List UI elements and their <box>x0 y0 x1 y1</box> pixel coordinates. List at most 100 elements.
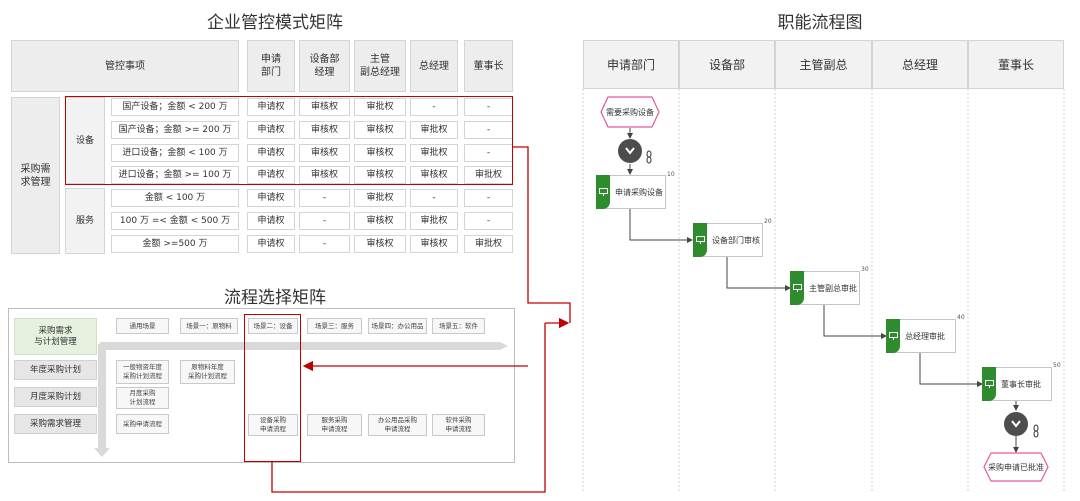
gateway-2 <box>1004 412 1028 436</box>
task-chairman-approval: 董事长审批 <box>982 367 1052 401</box>
matrix-item-label: 国产设备；金额 < 200 万 <box>111 98 239 116</box>
header-role-chairman: 董事长 <box>464 40 513 92</box>
task-gm-approval: 总经理审批 <box>886 319 956 353</box>
matrix-permission-cell: 审核权 <box>299 98 350 116</box>
group-label-equipment: 设备 <box>65 97 105 184</box>
task-equipment-review: 设备部门审核 <box>693 223 763 257</box>
cell-general-annual: 一般物资年度 采购计划流程 <box>116 360 169 384</box>
left-item-monthly: 月度采购计划 <box>14 387 97 407</box>
matrix-item-label: 金额 >=500 万 <box>111 235 239 253</box>
matrix-permission-cell: 审核权 <box>354 166 406 184</box>
lane-header-vp: 主管副总 <box>775 40 872 89</box>
red-link-path <box>513 146 571 323</box>
link-icon <box>646 150 652 164</box>
matrix-permission-cell: - <box>464 212 513 230</box>
screen-icon <box>792 284 802 292</box>
lane-header-chairman: 董事长 <box>968 40 1064 89</box>
scene-equipment: 场景二：设备 <box>248 318 298 334</box>
screen-icon <box>888 332 898 340</box>
cell-general-monthly: 月度采购 计划流程 <box>116 387 169 409</box>
connector <box>726 256 791 291</box>
task-tab <box>790 271 804 305</box>
process-top-left: 采购需求 与计划管理 <box>14 318 97 355</box>
task-tab <box>982 367 996 401</box>
matrix-permission-cell: - <box>410 98 458 116</box>
matrix-item-label: 进口设备；金额 < 100 万 <box>111 144 239 162</box>
matrix-permission-cell: 申请权 <box>247 98 295 116</box>
scene-office: 场景四：办公用品 <box>368 318 427 334</box>
matrix-item-label: 100 万 =< 金额 < 500 万 <box>111 212 239 230</box>
task-tab <box>693 223 707 257</box>
left-item-demand: 采购需求管理 <box>14 414 97 434</box>
cell-office-demand: 办公用品采购 申请流程 <box>368 414 427 436</box>
matrix-item-label: 国产设备；金额 >= 200 万 <box>111 121 239 139</box>
lane-header-gm: 总经理 <box>872 40 968 89</box>
matrix-permission-cell: 审核权 <box>299 166 350 184</box>
task-tab <box>596 175 610 209</box>
matrix-permission-cell: 审批权 <box>354 98 406 116</box>
left-item-annual: 年度采购计划 <box>14 360 97 380</box>
vertical-arrow <box>94 344 110 457</box>
matrix-permission-cell: 审核权 <box>354 212 406 230</box>
matrix-item-label: 进口设备；金额 >= 100 万 <box>111 166 239 184</box>
screen-icon <box>695 236 705 244</box>
task-apply: 申请采购设备 <box>596 175 666 209</box>
task-label: 董事长审批 <box>1001 379 1041 389</box>
process-matrix-title: 流程选择矩阵 <box>224 288 326 308</box>
header-role-applicant: 申请 部门 <box>247 40 295 92</box>
scene-software: 场景五：软件 <box>432 318 485 334</box>
matrix-permission-cell: 审批权 <box>354 189 406 207</box>
task-label: 总经理审批 <box>905 331 945 341</box>
matrix-permission-cell: 审核权 <box>410 166 458 184</box>
matrix-permission-cell: 审核权 <box>354 144 406 162</box>
task-label: 设备部门审核 <box>712 235 760 245</box>
group-label-service: 服务 <box>65 188 105 254</box>
end-event: 采购申请已批准 <box>988 462 1044 472</box>
matrix-permission-cell: - <box>299 235 350 253</box>
scene-raw-material: 场景一：原物料 <box>180 318 238 334</box>
lane-header-equipment: 设备部 <box>679 40 775 89</box>
cell-equipment-demand: 设备采购 申请流程 <box>248 414 298 436</box>
start-event-shape <box>600 96 660 128</box>
task-label: 申请采购设备 <box>615 187 663 197</box>
matrix-permission-cell: - <box>299 189 350 207</box>
chevron-down-icon <box>1011 420 1021 428</box>
lane-header-applicant: 申请部门 <box>583 40 679 89</box>
task-number: 50 <box>1053 362 1061 369</box>
matrix-permission-cell: 审批权 <box>410 212 458 230</box>
link-icon <box>1033 424 1039 438</box>
matrix-item-label: 金额 < 100 万 <box>111 189 239 207</box>
task-tab <box>886 319 900 353</box>
flow-title: 职能流程图 <box>777 13 863 33</box>
task-number: 10 <box>667 171 675 178</box>
matrix-permission-cell: 申请权 <box>247 235 295 253</box>
matrix-permission-cell: 申请权 <box>247 121 295 139</box>
task-number: 20 <box>764 218 772 225</box>
matrix-title: 企业管控模式矩阵 <box>207 13 343 33</box>
scene-general: 通用场景 <box>116 318 169 334</box>
matrix-permission-cell: 审批权 <box>410 121 458 139</box>
chevron-down-icon <box>625 147 635 155</box>
cell-raw-annual: 原物料年度 采购计划流程 <box>180 360 235 384</box>
connector <box>629 208 693 243</box>
matrix-permission-cell: 申请权 <box>247 144 295 162</box>
matrix-permission-cell: - <box>299 212 350 230</box>
matrix-permission-cell: 审核权 <box>410 235 458 253</box>
matrix-permission-cell: 申请权 <box>247 189 295 207</box>
screen-icon <box>598 188 608 196</box>
connector <box>823 304 887 339</box>
matrix-permission-cell: 审批权 <box>464 166 513 184</box>
end-event-shape <box>983 452 1049 482</box>
matrix-permission-cell: 审批权 <box>464 235 513 253</box>
screen-icon <box>984 380 994 388</box>
start-event: 需要采购设备 <box>606 107 654 117</box>
matrix-permission-cell: 审核权 <box>354 235 406 253</box>
cell-general-demand: 采购申请流程 <box>116 414 169 434</box>
task-number: 40 <box>957 314 965 321</box>
red-link-bottom <box>271 323 546 493</box>
gateway-1 <box>618 139 642 163</box>
task-vp-approval: 主管副总审批 <box>790 271 860 305</box>
scene-service: 场景三：服务 <box>307 318 362 334</box>
